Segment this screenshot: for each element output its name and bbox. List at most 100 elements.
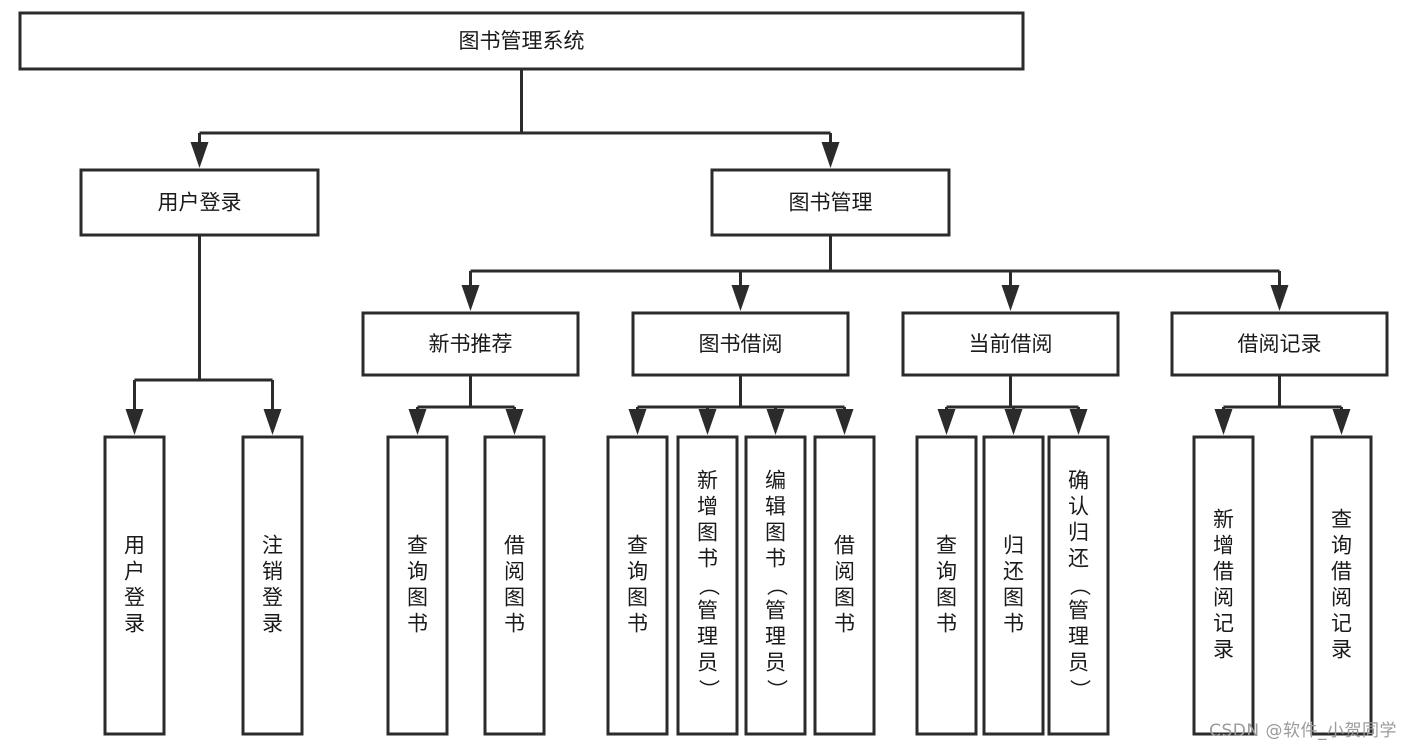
node-label-char: ） <box>697 679 721 700</box>
node-label-char: 理 <box>697 625 718 649</box>
node-user-login[interactable]: 用户登录 <box>79 168 320 237</box>
node-label-char: 还 <box>1068 547 1089 571</box>
node-label-char: 户 <box>124 560 145 584</box>
arrow-head-icon <box>461 285 480 311</box>
node-book-borrow[interactable]: 图书借阅 <box>631 311 850 377</box>
node-rect <box>631 311 850 377</box>
node-rect <box>103 435 166 736</box>
node-rect <box>79 168 320 237</box>
node-label-char: 增 <box>1213 534 1234 558</box>
arrow-head-icon <box>1069 409 1088 435</box>
node-label-char: 图 <box>504 586 525 610</box>
node-label-char: 阅 <box>1331 586 1352 610</box>
node-rect <box>1192 435 1255 736</box>
node-label-char: 图 <box>407 586 428 610</box>
node-label-char: 询 <box>627 560 648 584</box>
node-label-char: 询 <box>1331 534 1352 558</box>
node-rect <box>606 435 669 736</box>
node-label-char: 编 <box>765 469 786 493</box>
node-rect <box>676 435 739 736</box>
arrow-head-icon <box>628 409 647 435</box>
node-label-char: 图 <box>627 586 648 610</box>
node-label-char: 确 <box>1068 469 1089 493</box>
arrow-head-icon <box>766 409 785 435</box>
node-rect <box>361 311 580 377</box>
node-label-char: 借 <box>1331 560 1352 584</box>
node-label-char: 书 <box>407 612 428 636</box>
node-label-char: 阅 <box>504 560 525 584</box>
node-label-char: （ <box>697 575 721 596</box>
node-label-char: 图 <box>697 521 718 545</box>
node-label-char: 书 <box>627 612 648 636</box>
arrow-head-icon <box>1004 409 1023 435</box>
arrow-head-icon <box>835 409 854 435</box>
arrow-head-icon <box>125 409 144 435</box>
arrow-head-icon <box>731 285 750 311</box>
node-leaf-user-login[interactable]: 用户登录 <box>103 435 166 736</box>
node-book-manage[interactable]: 图书管理 <box>710 168 951 237</box>
node-label-char: 图 <box>834 586 855 610</box>
node-label-char: 理 <box>765 625 786 649</box>
node-current-borrow[interactable]: 当前借阅 <box>901 311 1120 377</box>
node-label: 新书推荐 <box>429 332 513 356</box>
node-label-char: 归 <box>1003 534 1024 558</box>
node-layer: 图书管理系统用户登录图书管理新书推荐图书借阅当前借阅借阅记录用户登录注销登录查询… <box>18 11 1389 736</box>
arrow-head-icon <box>1001 285 1020 311</box>
node-label-char: 管 <box>697 599 718 623</box>
node-rect <box>18 11 1025 71</box>
node-label-char: 记 <box>1331 612 1352 636</box>
node-label: 用户登录 <box>158 191 242 215</box>
node-label-char: 阅 <box>1213 586 1234 610</box>
node-new-book-recommend[interactable]: 新书推荐 <box>361 311 580 377</box>
node-borrow-record[interactable]: 借阅记录 <box>1170 311 1389 377</box>
node-label-char: 图 <box>936 586 957 610</box>
node-label-char: 销 <box>262 560 283 584</box>
node-label-char: 还 <box>1003 560 1024 584</box>
node-label-char: 借 <box>504 534 525 558</box>
node-label-char: 录 <box>1213 638 1234 662</box>
node-rect <box>1170 311 1389 377</box>
node-label: 图书借阅 <box>699 332 783 356</box>
arrow-head-icon <box>937 409 956 435</box>
node-label-char: 书 <box>765 547 786 571</box>
node-label: 当前借阅 <box>969 332 1053 356</box>
node-label-char: 询 <box>407 560 428 584</box>
node-label-char: 注 <box>262 534 283 558</box>
node-label-char: 借 <box>1213 560 1234 584</box>
node-label-char: （ <box>765 575 789 596</box>
node-label-char: 询 <box>936 560 957 584</box>
node-label-char: 查 <box>627 534 648 558</box>
node-rect <box>982 435 1045 736</box>
connector-layer <box>125 69 1351 435</box>
node-label-char: 阅 <box>834 560 855 584</box>
node-label-char: （ <box>1068 575 1092 596</box>
node-rect <box>386 435 449 736</box>
node-label: 图书管理系统 <box>459 29 585 53</box>
watermark-label: CSDN @软件_小贺同学 <box>1209 721 1397 741</box>
node-label-char: 员 <box>697 651 718 675</box>
arrow-head-icon <box>1214 409 1233 435</box>
node-label-char: 用 <box>124 534 145 558</box>
node-label-char: 书 <box>834 612 855 636</box>
node-label-char: 辑 <box>765 495 786 519</box>
node-label-char: 员 <box>1068 651 1089 675</box>
node-label-char: 登 <box>262 586 283 610</box>
node-label-char: 管 <box>765 599 786 623</box>
arrow-head-icon <box>408 409 427 435</box>
node-root-book-management-system[interactable]: 图书管理系统 <box>18 11 1025 71</box>
node-label-char: 记 <box>1213 612 1234 636</box>
